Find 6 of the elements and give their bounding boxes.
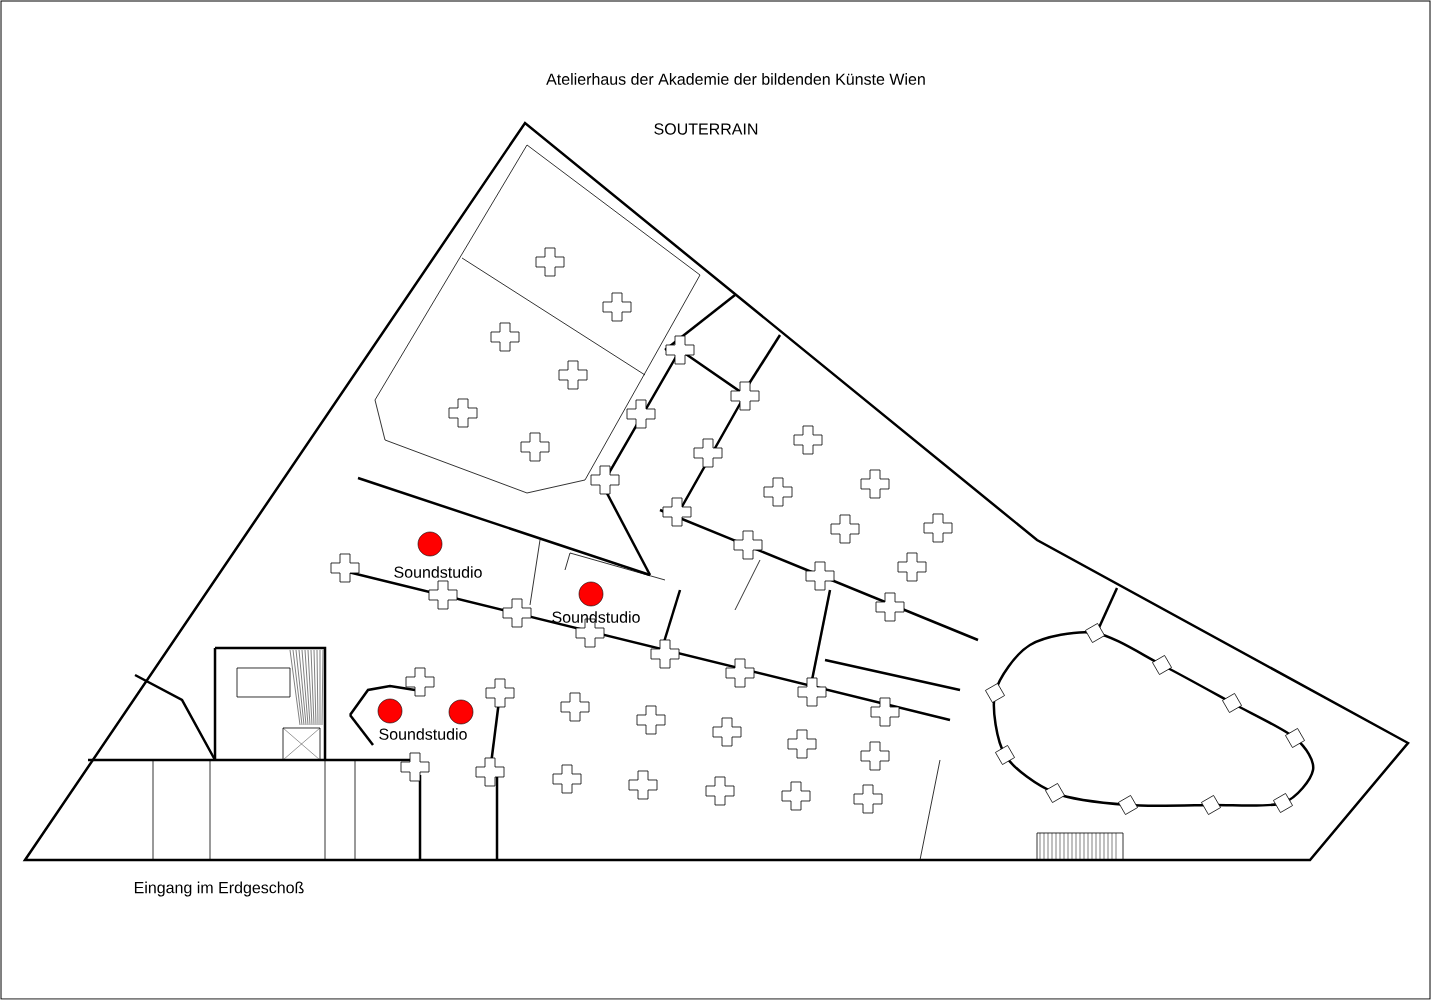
entrance-note: Eingang im Erdgeschoß — [134, 881, 304, 897]
floor-label: SOUTERRAIN — [654, 123, 758, 135]
room-label: Soundstudio — [394, 566, 482, 578]
title: Atelierhaus der Akademie der bildenden Künste Wien — [546, 73, 925, 85]
room-label: Soundstudio — [552, 611, 640, 623]
room-label: Soundstudio — [379, 728, 467, 740]
